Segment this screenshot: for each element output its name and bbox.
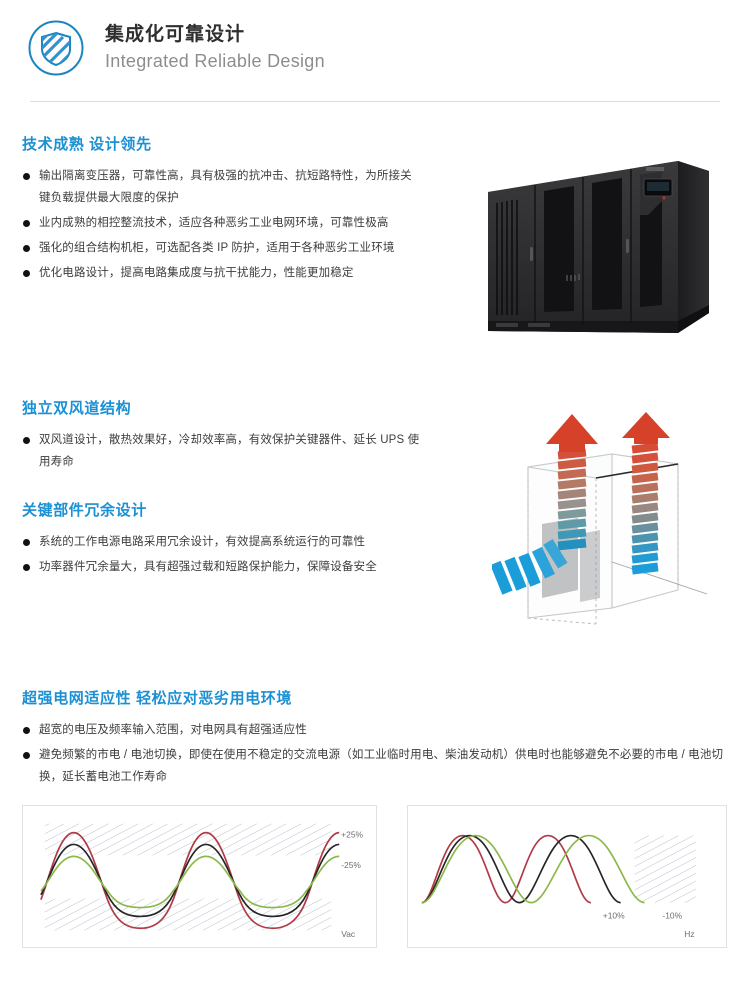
band-label-upper: +25% bbox=[341, 830, 363, 840]
frequency-waveform-chart: +10% -10% Hz bbox=[407, 805, 727, 948]
list-item: 输出隔离变压器，可靠性高，具有极强的抗冲击、抗短路特性，为所接关键负载提供最大限… bbox=[22, 165, 422, 209]
section-heading: 技术成熟 设计领先 bbox=[22, 136, 152, 153]
section-redundant-design: 关键部件冗余设计 系统的工作电源电路采用冗余设计，有效提高系统运行的可靠性 功率… bbox=[22, 500, 422, 581]
list-item: 强化的组合结构机柜，可选配各类 IP 防护，适用于各种恶劣工业环境 bbox=[22, 237, 422, 259]
header-text-group: 集成化可靠设计 Integrated Reliable Design bbox=[105, 22, 325, 74]
band-label-lower: -25% bbox=[341, 860, 361, 870]
header-divider bbox=[30, 101, 720, 102]
section-heading: 独立双风道结构 bbox=[22, 400, 132, 417]
section-mature-technology: 技术成熟 设计领先 输出隔离变压器，可靠性高，具有极强的抗冲击、抗短路特性，为所… bbox=[22, 134, 422, 287]
bullet-list: 超宽的电压及频率输入范围，对电网具有超强适应性 避免频繁的市电 / 电池切换，即… bbox=[22, 719, 732, 788]
bullet-list: 双风道设计，散热效果好，冷却效率高，有效保护关键器件、延长 UPS 使用寿命 bbox=[22, 429, 422, 473]
list-item: 优化电路设计，提高电路集成度与抗干扰能力，性能更加稳定 bbox=[22, 262, 422, 284]
page-header: 集成化可靠设计 Integrated Reliable Design bbox=[0, 0, 750, 96]
list-item: 系统的工作电源电路采用冗余设计，有效提高系统运行的可靠性 bbox=[22, 531, 422, 553]
x-axis-label: Hz bbox=[684, 929, 694, 939]
voltage-waveform-chart: +25% -25% Vac bbox=[22, 805, 377, 948]
band-label-plus: +10% bbox=[603, 910, 625, 920]
section-heading: 关键部件冗余设计 bbox=[22, 502, 147, 519]
list-item: 业内成熟的相控整流技术，适应各种恶劣工业电网环境，可靠性极高 bbox=[22, 212, 422, 234]
bullet-list: 输出隔离变压器，可靠性高，具有极强的抗冲击、抗短路特性，为所接关键负载提供最大限… bbox=[22, 165, 422, 284]
ups-cabinet-photo bbox=[466, 155, 728, 350]
airflow-diagram bbox=[490, 412, 722, 652]
list-item: 双风道设计，散热效果好，冷却效率高，有效保护关键器件、延长 UPS 使用寿命 bbox=[22, 429, 422, 473]
list-item: 超宽的电压及频率输入范围，对电网具有超强适应性 bbox=[22, 719, 732, 741]
x-axis-label: Vac bbox=[341, 929, 355, 939]
section-heading: 超强电网适应性 轻松应对恶劣用电环境 bbox=[22, 690, 292, 707]
page-title-cn: 集成化可靠设计 bbox=[105, 24, 246, 45]
section-dual-air-duct: 独立双风道结构 双风道设计，散热效果好，冷却效率高，有效保护关键器件、延长 UP… bbox=[22, 398, 422, 476]
shield-striped-icon bbox=[27, 19, 85, 77]
band-label-minus: -10% bbox=[662, 910, 682, 920]
section-grid-adaptability: 超强电网适应性 轻松应对恶劣用电环境 超宽的电压及频率输入范围，对电网具有超强适… bbox=[22, 688, 732, 791]
page-title-en: Integrated Reliable Design bbox=[105, 51, 325, 71]
list-item: 避免频繁的市电 / 电池切换，即使在使用不稳定的交流电源（如工业临时用电、柴油发… bbox=[22, 744, 732, 788]
list-item: 功率器件冗余量大，具有超强过载和短路保护能力，保障设备安全 bbox=[22, 556, 422, 578]
bullet-list: 系统的工作电源电路采用冗余设计，有效提高系统运行的可靠性 功率器件冗余量大，具有… bbox=[22, 531, 422, 578]
